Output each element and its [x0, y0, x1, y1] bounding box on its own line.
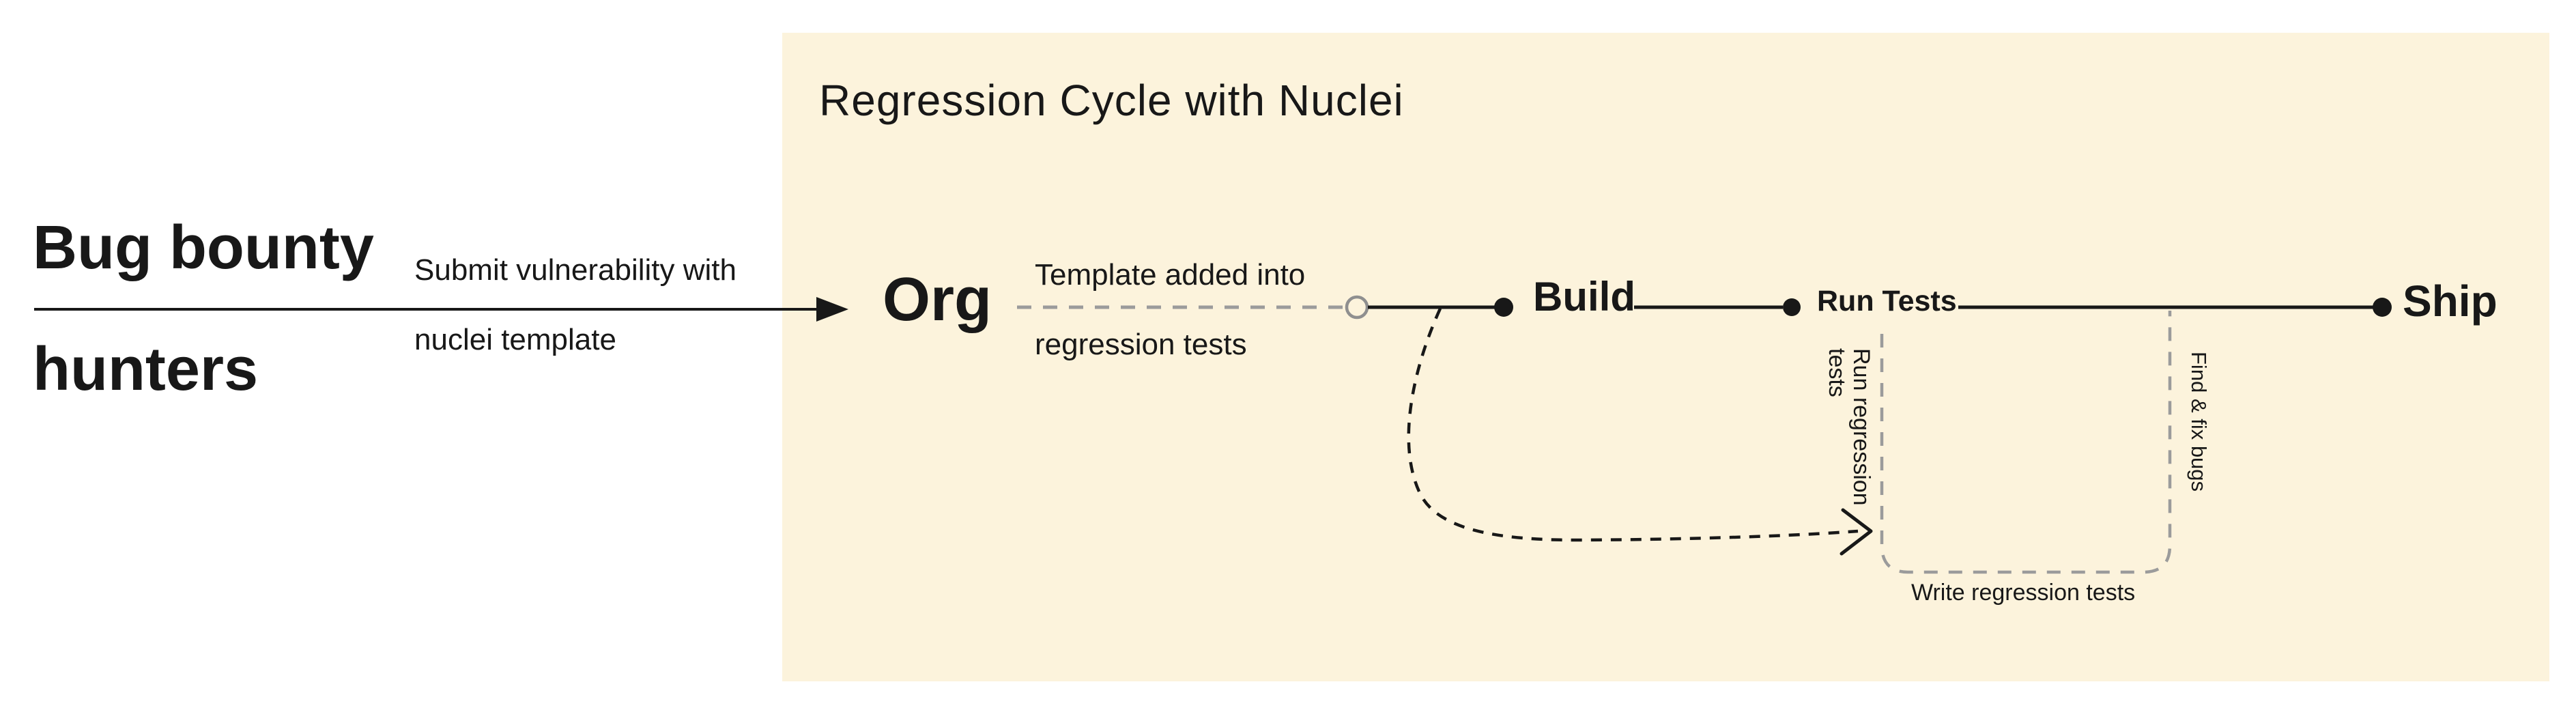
- node-ship: Ship: [2403, 277, 2498, 326]
- diagram-title: Regression Cycle with Nuclei: [819, 76, 1404, 125]
- find-fix-bugs-label: Find & fix bugs: [2187, 352, 2211, 492]
- template-label-line2: regression tests: [1035, 328, 1247, 361]
- template-label-line1: Template added into: [1035, 258, 1306, 292]
- node-run-tests: Run Tests: [1817, 285, 1957, 317]
- build-node-dot-icon: [1494, 298, 1513, 317]
- node-org: Org: [883, 266, 992, 334]
- actor-name-line2: hunters: [33, 335, 259, 403]
- write-tests-bracket: [1880, 311, 2172, 574]
- ship-node-dot-icon: [2373, 298, 2392, 317]
- run-tests-node-dot-icon: [1783, 298, 1801, 316]
- submit-arrowhead-icon: [816, 297, 848, 322]
- loop-arrowhead-icon: [1840, 508, 1873, 556]
- loop-dashed-curve: [1407, 308, 1859, 542]
- node-build: Build: [1533, 274, 1635, 320]
- template-endpoint-circle-icon: [1345, 295, 1369, 320]
- write-regression-tests-label: Write regression tests: [1911, 580, 2136, 606]
- run-regression-tests-label: Run regression tests: [1823, 348, 1874, 506]
- actor-name-line1: Bug bounty: [33, 214, 374, 282]
- diagram-panel: [782, 33, 2549, 681]
- submit-arrow-label-line2: nuclei template: [414, 323, 616, 356]
- submit-arrow-label-line1: Submit vulnerability with: [414, 253, 736, 287]
